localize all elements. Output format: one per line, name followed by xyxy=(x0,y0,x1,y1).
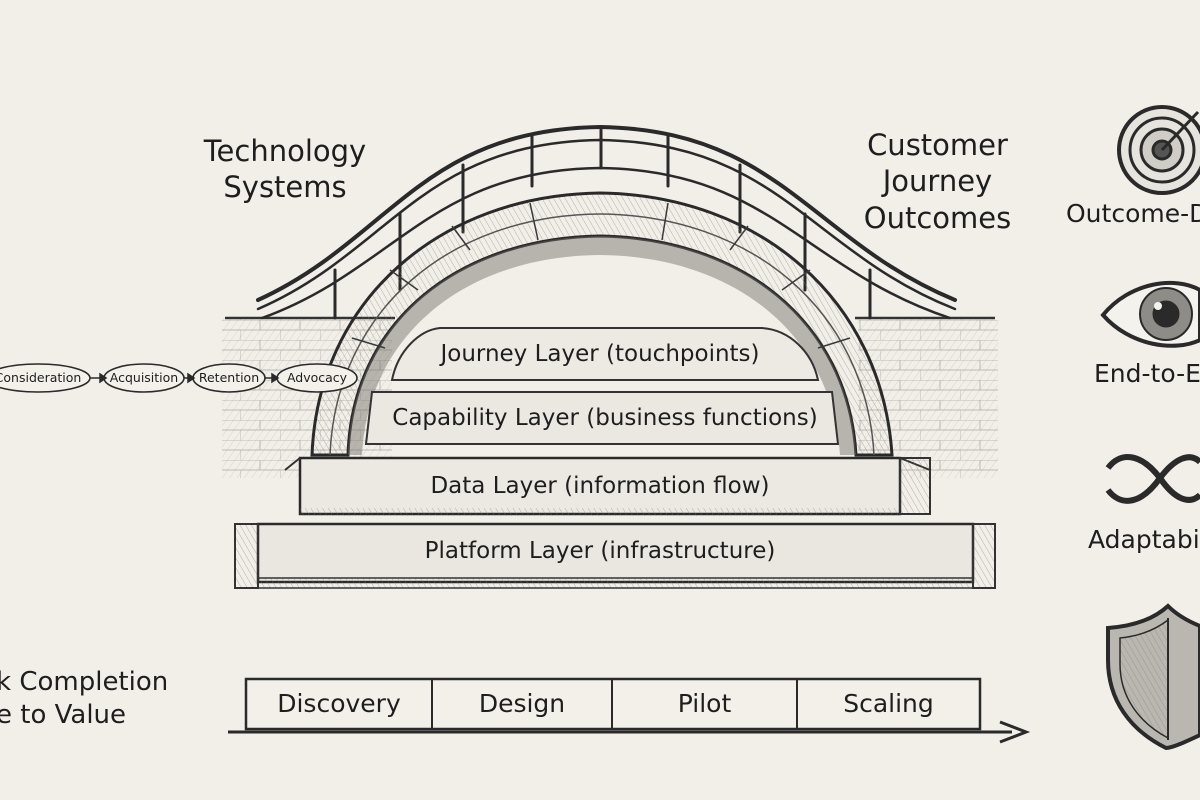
bridge-arch xyxy=(310,191,894,457)
left-heading-line: Systems xyxy=(223,170,347,205)
journey-funnel-arrows xyxy=(90,372,280,384)
principle-adaptability-label: Adaptabi xyxy=(1088,525,1200,554)
phase-pilot: Pilot xyxy=(677,689,732,718)
stage-retention-label: Retention xyxy=(198,370,260,385)
principle-outcome-label: Outcome-D xyxy=(1066,199,1200,228)
right-heading: Customer Journey Outcomes xyxy=(850,127,1025,236)
journey-layer-label: Journey Layer (touchpoints) xyxy=(440,341,760,367)
target-icon xyxy=(1117,105,1200,195)
phase-design: Design xyxy=(478,689,566,718)
journey-funnel xyxy=(0,363,358,393)
infinity-icon xyxy=(1105,454,1200,504)
stage-advocacy-label: Advocacy xyxy=(286,370,348,385)
journey-layer-band xyxy=(390,327,820,381)
data-layer-step xyxy=(284,456,931,516)
left-heading-line: Technology xyxy=(203,134,367,168)
phase-timeline xyxy=(228,677,1031,744)
bottom-left-line: e to Value xyxy=(0,699,127,730)
platform-layer-label: Platform Layer (infrastructure) xyxy=(424,538,776,564)
phase-scaling: Scaling xyxy=(843,689,934,718)
eye-icon xyxy=(1100,280,1200,348)
principle-end-to-end-label: End-to-E xyxy=(1094,359,1200,388)
left-heading: Technology Systems xyxy=(190,133,380,206)
shield-icon xyxy=(1106,603,1200,751)
right-heading-line: Outcomes xyxy=(863,200,1012,235)
right-heading-line: Customer xyxy=(867,128,1008,162)
bottom-left-line: k Completion xyxy=(0,667,169,697)
right-heading-line: Journey xyxy=(882,164,993,199)
capability-layer-label: Capability Layer (business functions) xyxy=(392,405,818,431)
stage-acquisition-label: Acquisition xyxy=(109,370,179,385)
platform-layer-step xyxy=(234,522,996,589)
bottom-left-text: k Completion e to Value xyxy=(0,666,196,731)
capability-layer-band xyxy=(364,391,840,445)
data-layer-label: Data Layer (information flow) xyxy=(430,473,770,499)
phase-discovery: Discovery xyxy=(277,689,401,718)
stage-consideration-label: Consideration xyxy=(0,370,82,385)
bridge-railing xyxy=(256,124,957,320)
